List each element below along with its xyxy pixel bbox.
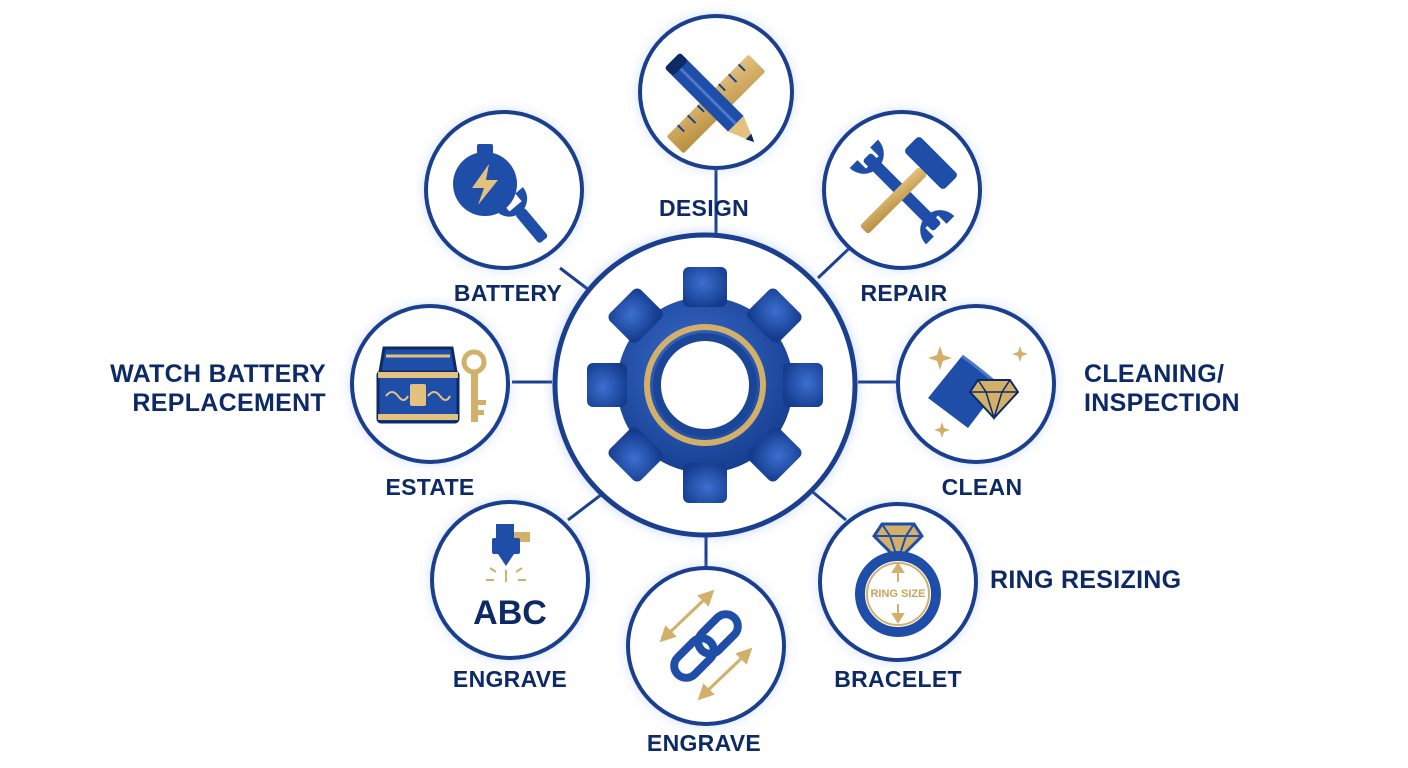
label-clean: CLEAN	[941, 474, 1023, 500]
node-design	[638, 14, 794, 170]
label-battery: BATTERY	[453, 280, 563, 306]
node-engrave-bottom	[626, 566, 786, 726]
label-bracelet: BRACELET	[834, 666, 962, 692]
cloth-diamond-sparkle-icon	[928, 346, 1028, 438]
ring-resizing-label: RING RESIZING	[990, 566, 1182, 594]
abc-text: ABC	[473, 594, 547, 632]
cleaning-inspection-label: CLEANING/ INSPECTION	[1084, 360, 1240, 418]
treasure-chest-key-icon	[376, 346, 487, 424]
hammer-wrench-icon	[849, 137, 957, 245]
laser-engrave-abc-icon: ABC	[473, 524, 547, 632]
connector-lines	[512, 170, 898, 568]
node-clean	[896, 304, 1056, 464]
label-repair: REPAIR	[860, 280, 948, 306]
gear-icon	[587, 267, 823, 503]
label-engrave-bottom: ENGRAVE	[646, 730, 762, 756]
node-bracelet: RING SIZE	[818, 502, 978, 662]
watch-line-2: REPLACEMENT	[132, 389, 326, 417]
battery-wrench-icon	[453, 144, 548, 243]
ruler-pencil-icon	[665, 53, 765, 153]
node-repair	[822, 110, 982, 270]
cleaning-line-1: CLEANING/	[1084, 360, 1225, 388]
watch-battery-replacement-label: WATCH BATTERY REPLACEMENT	[110, 360, 326, 418]
node-engrave-left: ABC	[430, 500, 590, 660]
label-design: DESIGN	[659, 195, 749, 221]
ring-size-text: RING SIZE	[870, 588, 925, 600]
node-battery	[424, 110, 584, 270]
label-engrave-left: ENGRAVE	[452, 666, 568, 692]
chain-link-arrows-icon	[659, 589, 753, 701]
node-estate	[350, 304, 510, 464]
label-estate: ESTATE	[385, 474, 475, 500]
center-node	[552, 232, 858, 538]
ring-size-icon: RING SIZE	[855, 522, 941, 637]
watch-line-1: WATCH BATTERY	[110, 360, 326, 388]
cleaning-line-2: INSPECTION	[1084, 389, 1240, 417]
